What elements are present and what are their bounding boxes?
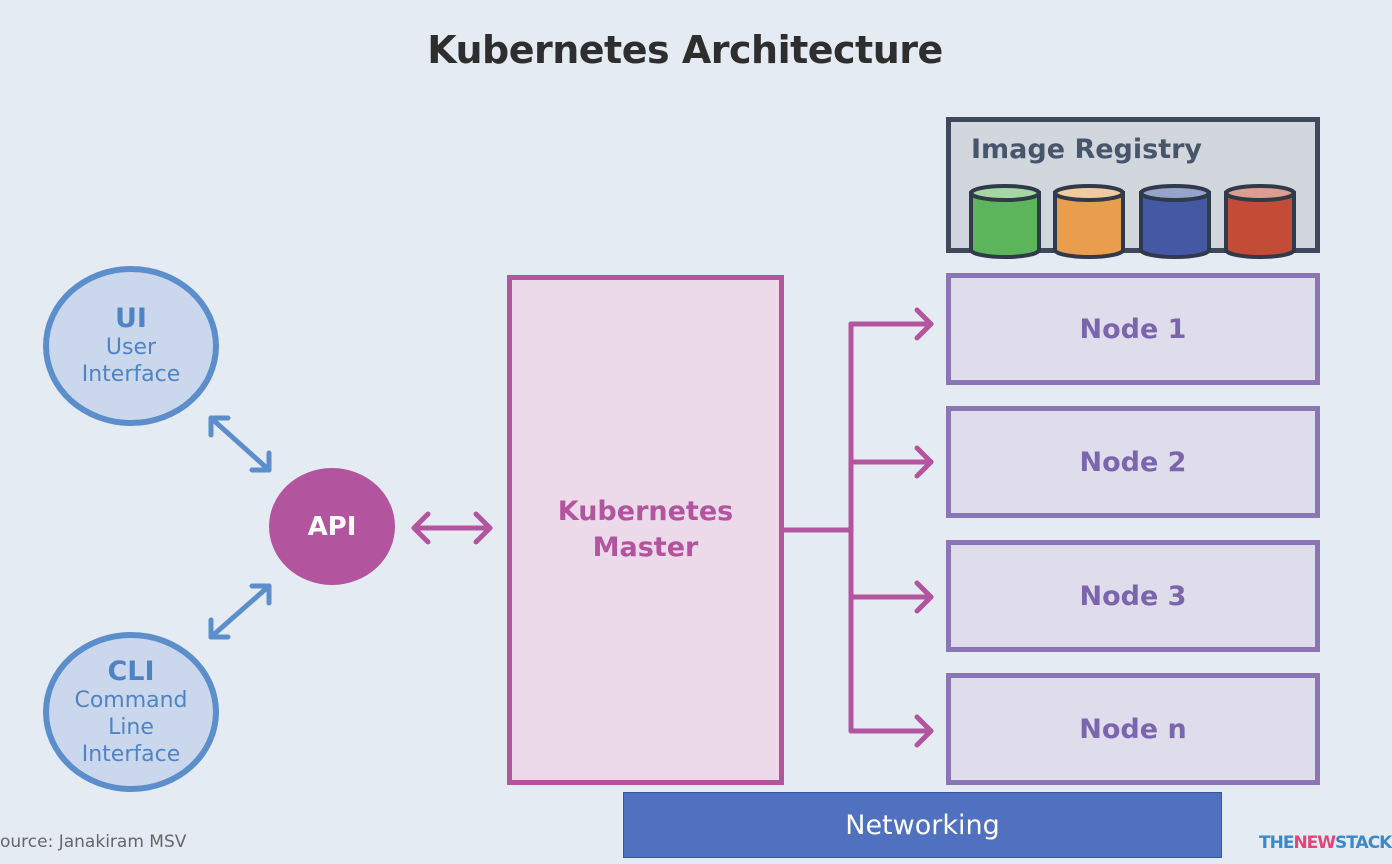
source-credit: ource: Janakiram MSV: [0, 832, 187, 852]
ui-api-double-arrow: [208, 415, 272, 473]
cli-line-1: Command: [74, 687, 188, 713]
kubernetes-master-box: Kubernetes Master: [507, 275, 784, 785]
thenewstack-logo: THENEWSTACK: [1259, 833, 1392, 853]
ui-line-1: User: [105, 335, 157, 360]
master-line-1: Kubernetes: [557, 496, 734, 527]
cli-line-2: Line: [108, 714, 154, 740]
node-n-box: Node n: [946, 673, 1320, 785]
cli-abbr: CLI: [107, 655, 155, 687]
cli-client-node: CLI Command Line Interface: [43, 632, 219, 792]
ui-abbr: UI: [115, 303, 147, 334]
api-master-double-arrow: [411, 511, 493, 545]
registry-images: [969, 184, 1296, 259]
ui-client-node: UI User Interface: [43, 266, 219, 426]
ui-line-2: Interface: [81, 362, 181, 387]
brand-part-2: NEW: [1293, 833, 1336, 853]
image-cylinder-3: [1139, 184, 1211, 259]
brand-part-1: THE: [1259, 833, 1294, 853]
cli-line-3: Interface: [81, 741, 181, 767]
node-3-box: Node 3: [946, 540, 1320, 652]
api-node: API: [269, 468, 395, 585]
diagram-title: Kubernetes Architecture: [427, 28, 943, 72]
master-line-2: Master: [592, 532, 699, 563]
node-1-box: Node 1: [946, 273, 1320, 385]
image-cylinder-4: [1224, 184, 1296, 259]
node-2-box: Node 2: [946, 406, 1320, 518]
image-cylinder-2: [1053, 184, 1125, 259]
networking-bar: Networking: [623, 792, 1222, 858]
brand-part-3: STACK: [1335, 833, 1392, 853]
cli-api-double-arrow: [208, 583, 272, 640]
image-registry-label: Image Registry: [971, 134, 1203, 165]
master-to-nodes-connector: [781, 307, 934, 748]
image-cylinder-1: [969, 184, 1041, 259]
